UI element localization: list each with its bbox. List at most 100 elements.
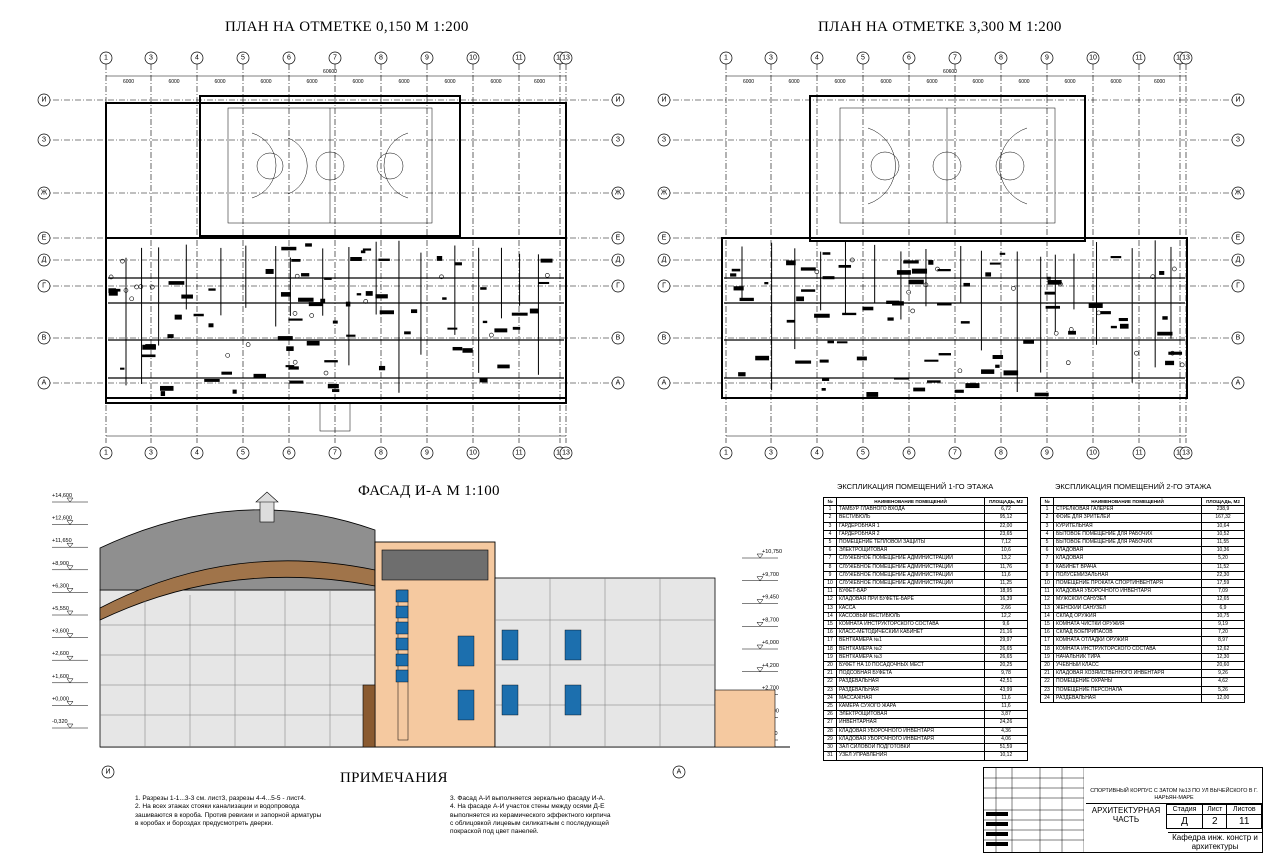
plan2-axis-y-left: З <box>662 137 666 144</box>
facade-level-mark: +9,450 <box>762 595 779 601</box>
plan1-axis-x-bottom: 8 <box>379 450 383 457</box>
plan1-axis-y-right: Д <box>616 257 621 264</box>
table1-cell-num: 24 <box>823 693 837 704</box>
plan1-room-layout <box>108 240 564 397</box>
plan2-axis-x-top: 9 <box>1045 55 1049 62</box>
facade-annex-windows <box>457 629 582 721</box>
plan2-axis-x-bottom: 7 <box>953 450 957 457</box>
table2-cell-num: 17 <box>1040 636 1054 646</box>
title-block-sheet-info: Стадия Лист Листов Д 2 11 <box>1165 804 1262 829</box>
plan2-axis-x-bottom: 9 <box>1045 450 1049 457</box>
table1-cell-num: 18 <box>823 644 837 654</box>
plan2-axis-x-bottom: 10 <box>1089 450 1097 457</box>
table1-cell-num: 8 <box>823 562 837 572</box>
facade-hall-wall <box>99 589 376 748</box>
table1-cell-name: БУФЕТ НА 10 ПОСАДОЧНЫХ МЕСТ <box>836 661 985 671</box>
plan1-axis-x-bottom: 4 <box>195 450 199 457</box>
plan1-axis-y-right: З <box>616 137 620 144</box>
stamp-stage: Д <box>1165 814 1204 829</box>
table2-cell-num: 11 <box>1040 587 1054 597</box>
plan2-axis-x-top: 3 <box>769 55 773 62</box>
plan1-axis-x-bottom: 1 <box>104 450 108 457</box>
plan1-axis-y-right: Г <box>616 283 620 290</box>
table2-cell-area: 12,00 <box>1201 693 1245 704</box>
facade-title: ФАСАД И-А М 1:100 <box>358 483 500 499</box>
table2-cell-num: 10 <box>1040 579 1054 589</box>
table2-cell-num: 2 <box>1040 513 1054 523</box>
table2-cell-area: 6,9 <box>1201 603 1245 613</box>
table2-cell-name: СКЛАД БОЕПРИПАСОВ <box>1053 628 1202 638</box>
facade-level-mark: +4,200 <box>762 663 779 669</box>
table1-cell-num: 28 <box>823 726 837 736</box>
plan1-axis-y-left: Ж <box>41 190 48 197</box>
facade-level-mark: +10,750 <box>762 549 782 555</box>
plan1-axis-x-top: 4 <box>195 55 199 62</box>
facade-level-mark: +12,600 <box>52 516 72 522</box>
table1-cell-area: 2,66 <box>984 603 1028 613</box>
plan1-axis-x-bottom: 5 <box>241 450 245 457</box>
plan1-bay-dim: 6000 <box>490 79 501 85</box>
plan1-axis-x-top: 3 <box>149 55 153 62</box>
table2-cell-num: 16 <box>1040 628 1054 638</box>
plan2-bay-dim: 6000 <box>1064 79 1075 85</box>
table2-cell-name: НАЧАЛЬНИК ТИРА <box>1053 652 1202 663</box>
table1-cell-area: 11,6 <box>984 702 1028 712</box>
table2-cell-area: 22,30 <box>1201 570 1245 581</box>
table1-cell-num: 16 <box>823 628 837 638</box>
table2-cell-area: 8,97 <box>1201 636 1245 646</box>
plan1-axis-x-top: 6 <box>287 55 291 62</box>
table1-cell-area: 18,95 <box>984 587 1028 597</box>
table2-cell-area: 20,60 <box>1201 661 1245 671</box>
plan1-bay-dim: 6000 <box>534 79 545 85</box>
table1-cell-area: 51,59 <box>984 743 1028 753</box>
plan1-axis-x-top: 9 <box>425 55 429 62</box>
table2-cell-area: 167,32 <box>1201 513 1245 523</box>
table2-cell-num: 7 <box>1040 554 1054 564</box>
table1-cell-area: 4,06 <box>984 734 1028 745</box>
table2-cell-name: СТРЕЛКОВАЯ ГАЛЕРЕЯ <box>1053 505 1202 515</box>
table1-cell-area: 10,6 <box>984 546 1028 556</box>
table1-cell-num: 23 <box>823 685 837 695</box>
plan2-axis-y-left: Ж <box>661 190 668 197</box>
plan2-room-layout <box>724 240 1185 397</box>
table1-cell-name: РАЗДЕВАЛЬНАЯ <box>836 677 985 687</box>
table1-cell-area: 10,12 <box>984 751 1028 761</box>
table1-cell-area: 29,97 <box>984 636 1028 646</box>
table1-cell-num: 17 <box>823 636 837 646</box>
plan1-axis-x-top: 7 <box>333 55 337 62</box>
table1-cell-name: СЛУЖЕБНОЕ ПОМЕЩЕНИЕ АДМИНИСТРАЦИИ <box>836 579 985 589</box>
table2-cell-num: 23 <box>1040 685 1054 695</box>
table1-cell-num: 11 <box>823 587 837 597</box>
table2-cell-name: УЧЕБНЫЙ КЛАСС <box>1053 661 1202 671</box>
table1-cell-num: 19 <box>823 652 837 663</box>
table2-header-area: ПЛОЩАДЬ, М2 <box>1201 496 1245 507</box>
plan2-bay-dim: 6000 <box>834 79 845 85</box>
table1-cell-area: 20,25 <box>984 661 1028 671</box>
plan1-axis-y-right: А <box>616 380 621 387</box>
table2-cell-name: БЫТОВОЕ ПОМЕЩЕНИЕ ДЛЯ РАБОЧИХ <box>1053 529 1202 540</box>
table1-cell-name: КАССОВЫЙ ВЕСТИБЮЛЬ <box>836 611 985 622</box>
table1-cell-num: 25 <box>823 702 837 712</box>
table1-cell-area: 11,6 <box>984 570 1028 581</box>
plan1-axis-x-bottom: 3 <box>149 450 153 457</box>
table1-header-area: ПЛОЩАДЬ, М2 <box>984 496 1028 507</box>
facade-axis-right: А <box>677 769 682 776</box>
